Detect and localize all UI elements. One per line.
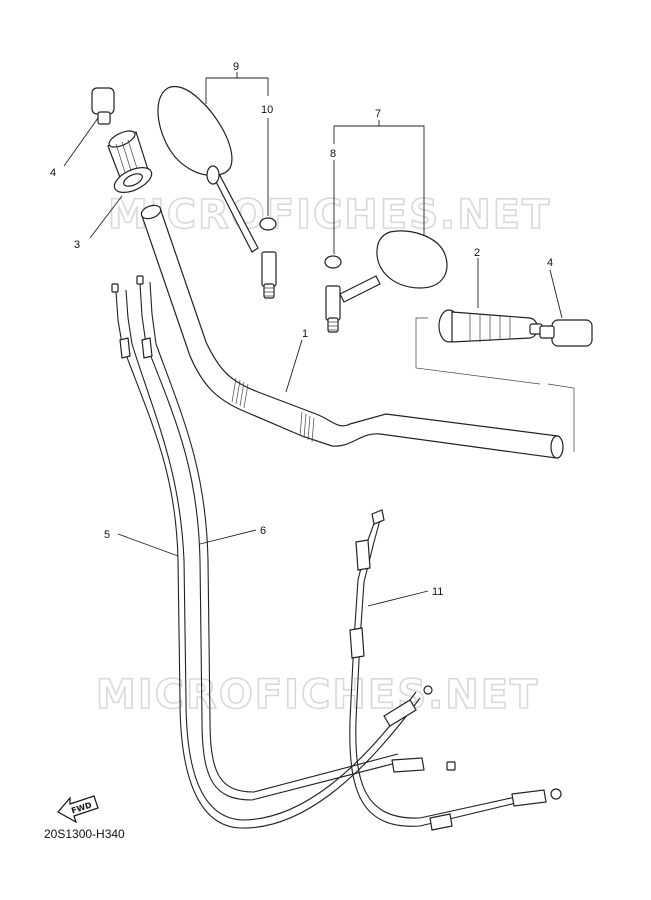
callout-10: 10 [261,104,273,116]
left-cables [111,275,456,829]
throttle-cable [349,509,562,831]
callout-7: 7 [375,108,381,120]
right-bar-end-weight [539,319,593,347]
callout-2: 2 [474,247,480,259]
leader-lines [63,72,563,607]
callout-4-right: 4 [547,257,553,269]
right-grip [438,309,543,343]
callout-1: 1 [302,328,308,340]
left-bar-end-weight [91,87,115,125]
handlebar [140,204,564,459]
callout-8: 8 [330,148,336,160]
left-grip [107,130,153,193]
callout-3: 3 [74,239,80,251]
callout-5: 5 [104,529,110,541]
callout-4-left: 4 [50,167,56,179]
watermark-bottom: MICROFICHES.NET [96,672,539,718]
callout-9: 9 [233,61,239,73]
right-mirror [324,230,448,333]
left-mirror [157,85,277,299]
assembly-bracket [415,317,575,452]
fwd-arrow-icon: FWD [57,795,99,824]
callout-6: 6 [260,525,266,537]
watermark-top: MICROFICHES.NET [108,192,551,238]
callout-11: 11 [432,586,443,598]
diagram-code: 20S1300-H340 [44,827,125,841]
